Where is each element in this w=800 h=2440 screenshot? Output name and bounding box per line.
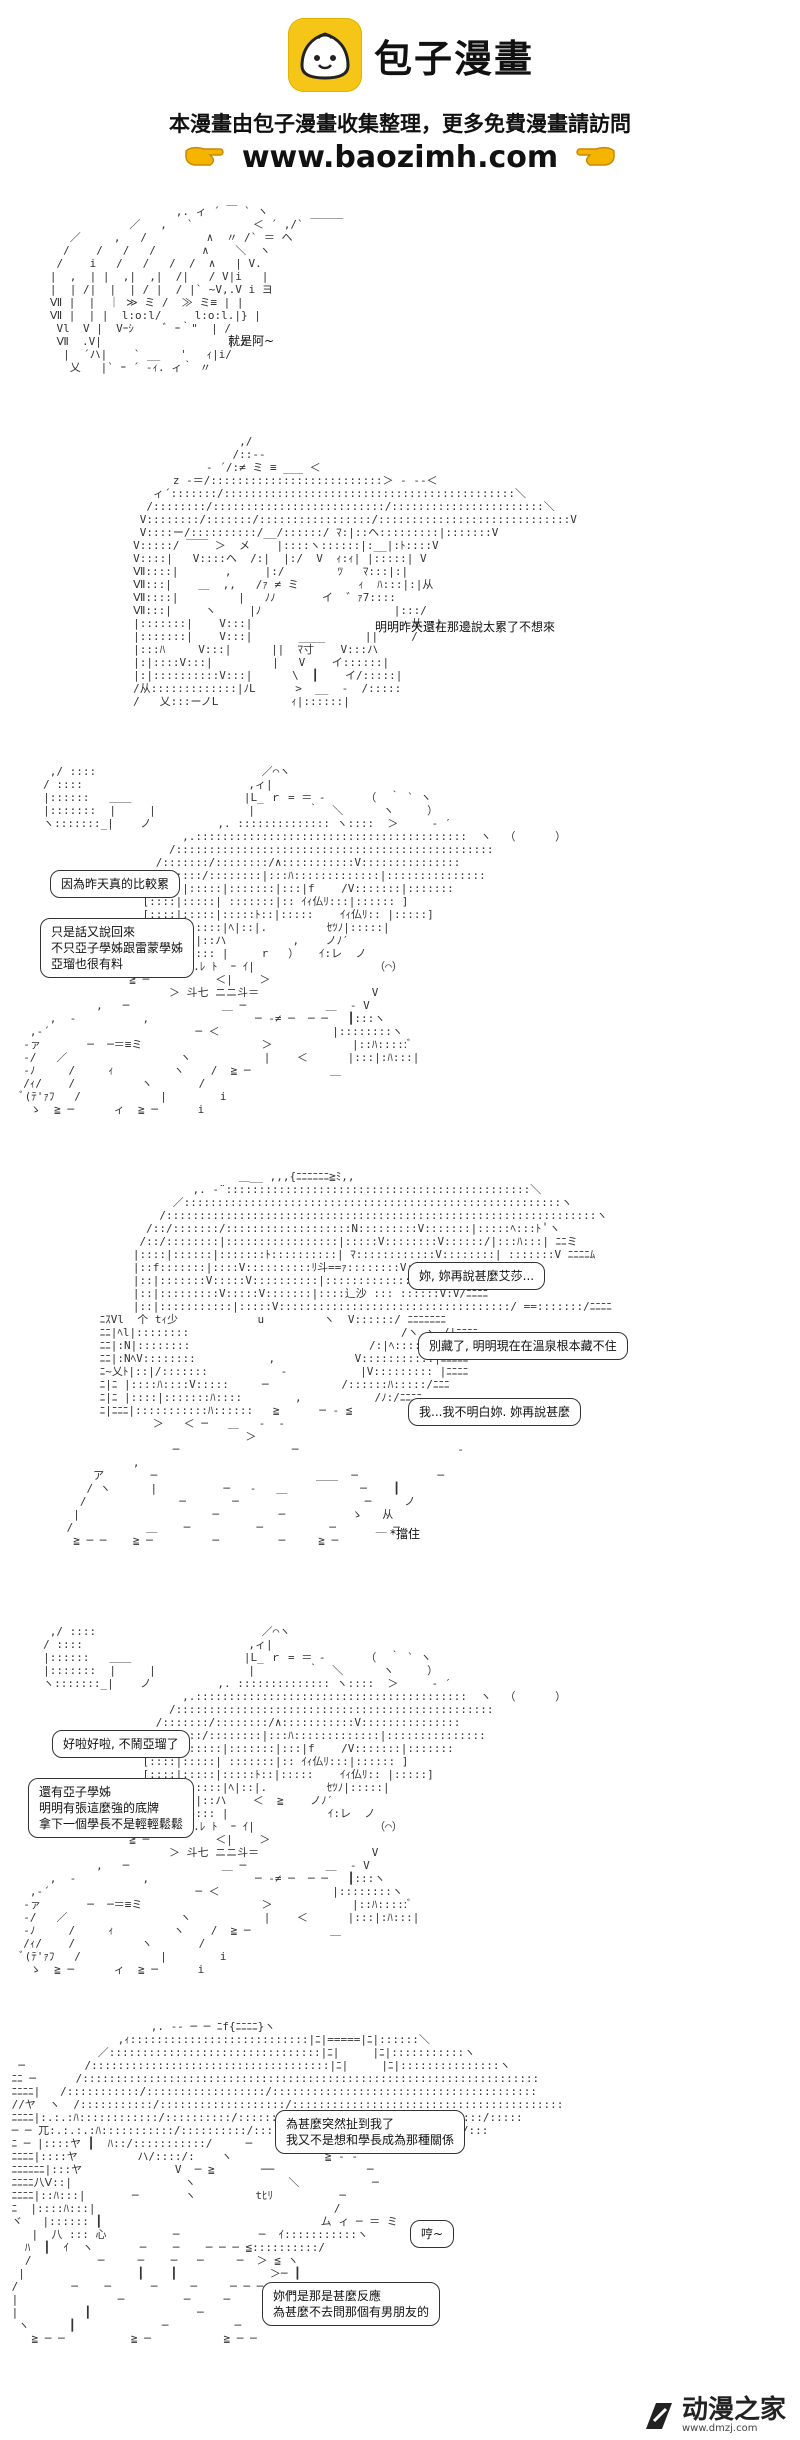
- bubble-text-line: 不只亞子學姊跟雷蒙學姊: [51, 941, 184, 955]
- bubble-text: 哼~: [421, 2227, 444, 2241]
- watermark: 动漫之家 www.dmzj.com: [642, 2397, 786, 2434]
- watermark-text-group: 动漫之家 www.dmzj.com: [682, 2397, 786, 2434]
- bubble-text: 我...我不明白妳. 妳再說甚麼: [419, 1405, 571, 1419]
- bubble-text-line: 亞瑠也很有料: [51, 957, 124, 971]
- panel-1: ,. ィ ´ ￣ ` ヽ ／ , ` ＜ ´ ,/` ￣￣￣ ／ , / ∧ 〃…: [0, 190, 800, 420]
- site-header: 包子漫畫 本漫畫由包子漫畫收集整理，更多免費漫畫請訪問 www.baozimh.…: [0, 0, 800, 180]
- bubble-text-line: 拿下一個學長不是輕輕鬆鬆: [39, 1817, 184, 1831]
- caption: 明明昨天還在那邊說太累了不想來: [375, 620, 556, 634]
- brand-logo[interactable]: 包子漫畫: [288, 18, 534, 92]
- speech-bubble: 妳們是那是甚麼反應 為甚麼不去問那個有男朋友的: [262, 2282, 441, 2326]
- panel-3: ,/ :::: ／⌒ヽ / :::: ,ィ| |:::::: ＿＿ |L_ ｒ …: [0, 760, 800, 1160]
- panel-6: ,. ‐‐ ─ ─ ﾆf{ﾆﾆﾆﾆ}ヽ ,ｨ::::::::::::::::::…: [0, 2020, 800, 2440]
- bun-logo-icon: [288, 18, 362, 92]
- speech-bubble: 別藏了, 明明現在在溫泉根本藏不住: [418, 1332, 628, 1360]
- bubble-text-line: 明明有張這麼強的底牌: [39, 1801, 160, 1815]
- bubble-text: 別藏了, 明明現在在溫泉根本藏不住: [429, 1339, 617, 1353]
- bubble-text-line: 為甚麼突然扯到我了: [286, 2117, 395, 2131]
- panel-5: ,/ :::: ／⌒ヽ / :::: ,ィ| |:::::: ＿＿ |L_ ｒ …: [0, 1620, 800, 2000]
- speech-bubble: 還有亞子學姊 明明有張這麼強的底牌 拿下一個學長不是輕輕鬆鬆: [28, 1778, 195, 1838]
- notice-text: 本漫畫由包子漫畫收集整理，更多免費漫畫請訪問: [169, 112, 631, 136]
- speech-bubble: 因為昨天真的比較累: [50, 870, 181, 898]
- brand-title: 包子漫畫: [374, 36, 535, 81]
- pointing-hand-right-icon: [184, 143, 226, 173]
- panel-2: ,/ /::-‐ ‐ ´/:≠ ミ ≡ ___ ＜ z ‐＝/:::::::::…: [0, 430, 800, 740]
- site-url-link[interactable]: www.baozimh.com: [241, 140, 559, 175]
- ascii-art: ,/ :::: ／⌒ヽ / :::: ,ィ| |:::::: ＿＿ |L_ ｒ …: [16, 1625, 567, 1976]
- watermark-url[interactable]: www.dmzj.com: [681, 2423, 758, 2434]
- dmzj-logo-icon: [645, 2402, 672, 2429]
- bubble-text-line: 只是話又說回來: [51, 925, 136, 939]
- speech-bubble: 妳, 妳再說甚麼艾莎...: [408, 1262, 546, 1290]
- bubble-text-line: 妳們是那是甚麼反應: [273, 2289, 382, 2303]
- pointing-hand-left-icon: [574, 143, 616, 173]
- speech-bubble: 哼~: [410, 2220, 455, 2248]
- speech-bubble: 只是話又說回來 不只亞子學姊跟雷蒙學姊 亞瑠也很有料: [40, 918, 195, 978]
- watermark-title: 动漫之家: [681, 2395, 786, 2425]
- bubble-text-line: 為甚麼不去問那個有男朋友的: [273, 2305, 430, 2319]
- ascii-art: ,/ /::-‐ ‐ ´/:≠ ミ ≡ ___ ＜ z ‐＝/:::::::::…: [133, 435, 577, 708]
- caption: *擋住: [390, 1527, 421, 1541]
- bubble-text: 因為昨天真的比較累: [61, 877, 170, 891]
- ascii-art: ,/ :::: ／⌒ヽ / :::: ,ィ| |:::::: ＿＿ |L_ ｒ …: [16, 765, 567, 1116]
- panel-4: ＿__ ,,,{ﾆﾆﾆﾆﾆﾆ≧ﾐ,, ,. ‐¨::::::::::::::::…: [0, 1170, 800, 1610]
- speech-bubble: 為甚麼突然扯到我了 我又不是想和學長成為那種關係: [275, 2110, 466, 2154]
- bubble-text-line: 我又不是想和學長成為那種關係: [286, 2133, 455, 2147]
- bubble-text: 妳, 妳再說甚麼艾莎...: [419, 1269, 535, 1283]
- speech-bubble: 我...我不明白妳. 妳再說甚麼: [408, 1398, 582, 1426]
- caption: 就是阿~: [228, 334, 275, 348]
- bubble-text: 好啦好啦, 不鬧亞瑠了: [63, 1737, 179, 1751]
- url-row: www.baozimh.com: [0, 140, 800, 175]
- speech-bubble: 好啦好啦, 不鬧亞瑠了: [52, 1730, 190, 1758]
- ascii-art: ,. ィ ´ ￣ ` ヽ ／ , ` ＜ ´ ,/` ￣￣￣ ／ , / ∧ 〃…: [49, 205, 344, 374]
- bubble-text-line: 還有亞子學姊: [39, 1785, 112, 1799]
